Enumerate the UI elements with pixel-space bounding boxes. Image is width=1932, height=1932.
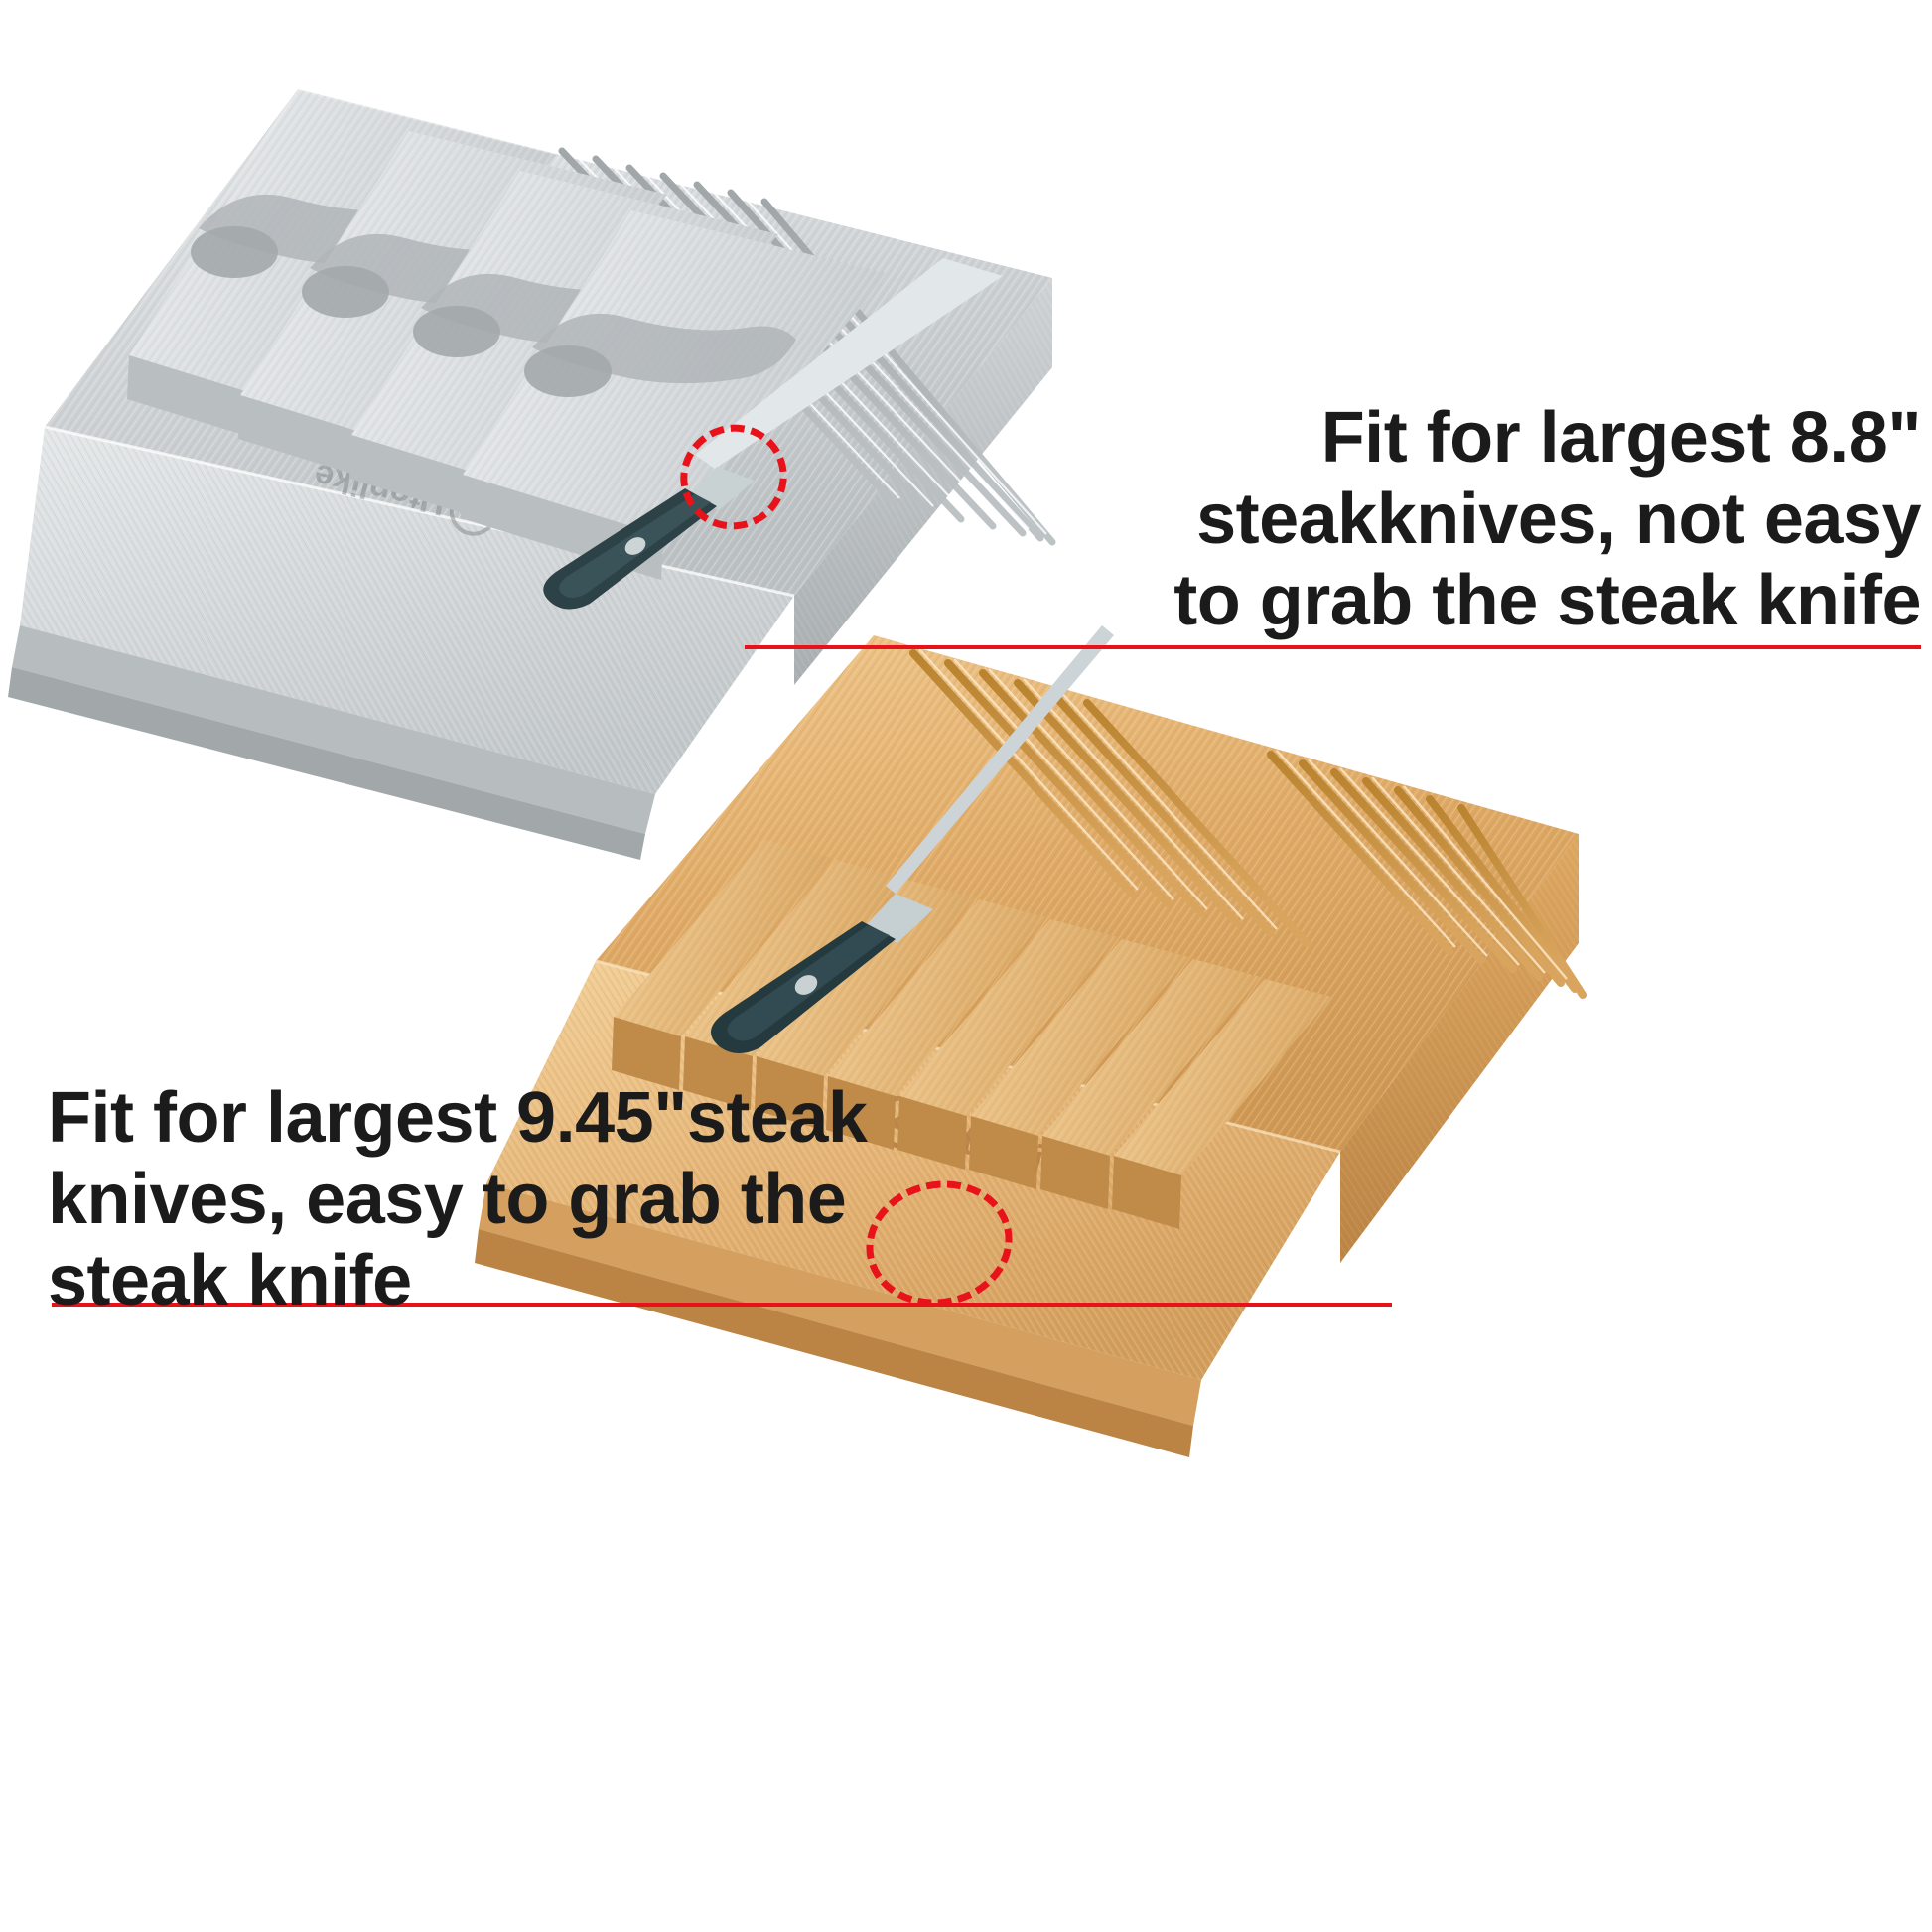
bamboo-knife-tray: Utoplike — [447, 596, 1618, 1499]
gray-tray-steak-knife-fins — [127, 91, 890, 580]
bamboo-narrow-slots-right — [1267, 750, 1587, 999]
callout-text-gray-tray: Fit for largest 8.8" steakknives, not ea… — [1173, 398, 1921, 641]
gray-knife-tray: Utoplike — [0, 40, 1092, 864]
bamboo-narrow-slots-left — [909, 648, 1311, 947]
callout-text-bamboo-tray: Fit for largest 9.45"steak knives, easy … — [48, 1078, 868, 1321]
steak-knife-bamboo-tray — [710, 625, 1114, 1054]
steak-knife-gray-tray — [543, 258, 1003, 610]
leader-line-bottom — [52, 1303, 1392, 1307]
leader-line-top — [745, 645, 1921, 649]
gray-tray-front-ramp — [8, 425, 795, 860]
